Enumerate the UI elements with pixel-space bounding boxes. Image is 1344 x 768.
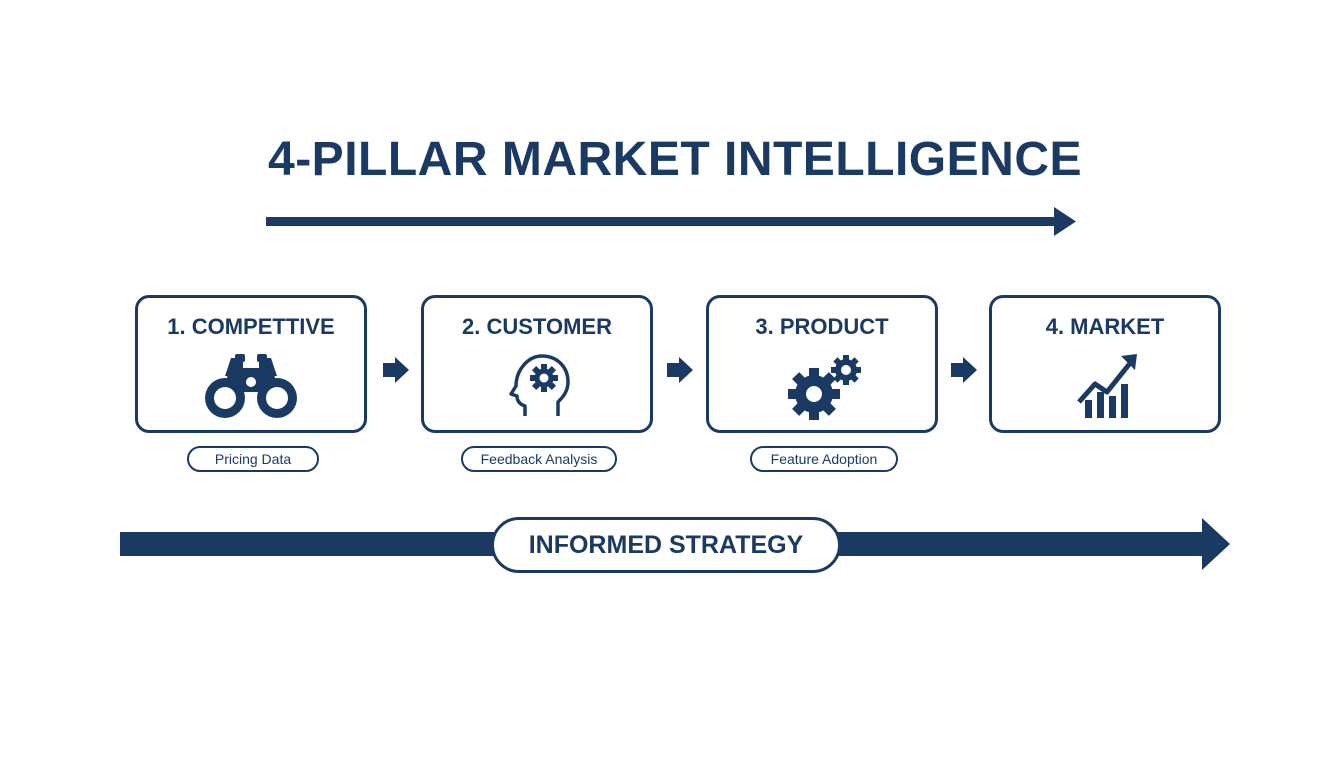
connector-arrow-icon	[383, 357, 409, 383]
diagram-title: 4-PILLAR MARKET INTELLIGENCE	[268, 133, 1082, 186]
growth-chart-icon	[1077, 354, 1137, 418]
pillar-label: 4. MARKET	[1045, 314, 1165, 339]
pillar-customer: 2. CUSTOMER	[421, 295, 653, 433]
head-gear-icon	[509, 354, 570, 416]
top-flow-arrow	[266, 207, 1076, 236]
binoculars-icon	[205, 354, 297, 418]
connector-arrow-icon	[951, 357, 977, 383]
pillar-label: 2. CUSTOMER	[462, 314, 612, 339]
gears-icon	[788, 355, 861, 420]
pillar-label: 3. PRODUCT	[755, 314, 889, 339]
connector-arrow-icon	[667, 357, 693, 383]
pillar-competitive: 1. COMPETTIVE	[135, 295, 367, 433]
tag-feedback-analysis: Feedback Analysis	[461, 446, 617, 472]
informed-strategy-label: INFORMED STRATEGY	[491, 517, 841, 573]
pillar-market: 4. MARKET	[989, 295, 1221, 433]
tag-pricing-data: Pricing Data	[187, 446, 319, 472]
tag-feature-adoption: Feature Adoption	[750, 446, 898, 472]
pillar-label: 1. COMPETTIVE	[167, 314, 335, 339]
pillar-product: 3. PRODUCT	[706, 295, 938, 433]
